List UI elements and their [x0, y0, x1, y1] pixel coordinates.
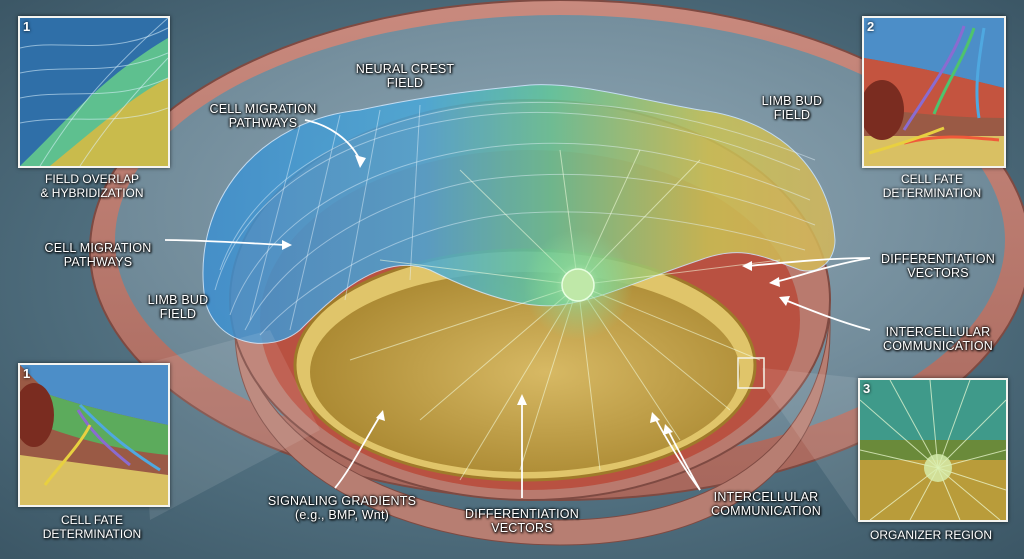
cell-fate-image	[20, 365, 168, 505]
label-limb-bud-field-left: LIMB BUD FIELD	[128, 293, 228, 321]
inset-cell-fate-top: 2	[862, 16, 1006, 168]
inset-number: 1	[23, 19, 31, 34]
label-line: SIGNALING GRADIENTS	[267, 494, 417, 508]
label-cell-migration-top: CELL MIGRATION PATHWAYS	[198, 102, 328, 130]
caption-line: ORGANIZER REGION	[869, 528, 992, 542]
label-intercellular-communication-right: INTERCELLULAR COMMUNICATION	[866, 325, 1010, 353]
label-line: INTERCELLULAR	[885, 325, 991, 339]
inset-caption: CELL FATE DETERMINATION	[852, 172, 1012, 200]
caption-line: CELL FATE	[60, 513, 124, 527]
label-line: DIFFERENTIATION	[881, 252, 995, 266]
caption-line: CELL FATE	[900, 172, 964, 186]
label-differentiation-vectors-bottom: DIFFERENTIATION VECTORS	[452, 507, 592, 535]
label-line: (e.g., BMP, Wnt)	[295, 508, 389, 522]
label-line: PATHWAYS	[228, 116, 298, 130]
label-limb-bud-field-right: LIMB BUD FIELD	[742, 94, 842, 122]
inset-caption: FIELD OVERLAP & HYBRIDIZATION	[8, 172, 176, 200]
label-line: FIELD	[773, 108, 811, 122]
label-line: INTERCELLULAR	[713, 490, 819, 504]
label-differentiation-vectors-right: DIFFERENTIATION VECTORS	[868, 252, 1008, 280]
label-line: COMMUNICATION	[883, 339, 993, 353]
label-intercellular-communication-bottom: INTERCELLULAR COMMUNICATION	[696, 490, 836, 518]
inset-cell-fate-bottom: 1	[18, 363, 170, 507]
caption-line: FIELD OVERLAP	[44, 172, 140, 186]
cell-fate-image	[864, 18, 1004, 166]
label-line: DIFFERENTIATION	[465, 507, 579, 521]
inset-caption: ORGANIZER REGION	[848, 528, 1014, 542]
label-line: FIELD	[386, 76, 424, 90]
label-line: NEURAL CREST	[355, 62, 455, 76]
inset-caption: CELL FATE DETERMINATION	[8, 513, 176, 541]
label-line: FIELD	[159, 307, 197, 321]
inset-number: 3	[863, 381, 871, 396]
inset-organizer-region: 3	[858, 378, 1008, 522]
label-line: PATHWAYS	[63, 255, 133, 269]
caption-line: DETERMINATION	[882, 186, 982, 200]
caption-line: & HYBRIDIZATION	[40, 186, 144, 200]
caption-line: DETERMINATION	[42, 527, 142, 541]
label-line: LIMB BUD	[761, 94, 823, 108]
label-line: VECTORS	[907, 266, 969, 280]
label-line: VECTORS	[491, 521, 553, 535]
label-line: CELL MIGRATION	[209, 102, 317, 116]
inset-number: 2	[867, 19, 875, 34]
label-line: CELL MIGRATION	[44, 241, 152, 255]
field-overlap-image	[20, 18, 168, 166]
organizer-image	[860, 380, 1006, 520]
label-neural-crest-field: NEURAL CREST FIELD	[340, 62, 470, 90]
inset-field-overlap: 1	[18, 16, 170, 168]
label-line: COMMUNICATION	[711, 504, 821, 518]
label-line: LIMB BUD	[147, 293, 209, 307]
inset-number: 1	[23, 366, 31, 381]
label-cell-migration-left: CELL MIGRATION PATHWAYS	[28, 241, 168, 269]
label-signaling-gradients: SIGNALING GRADIENTS (e.g., BMP, Wnt)	[262, 494, 422, 522]
